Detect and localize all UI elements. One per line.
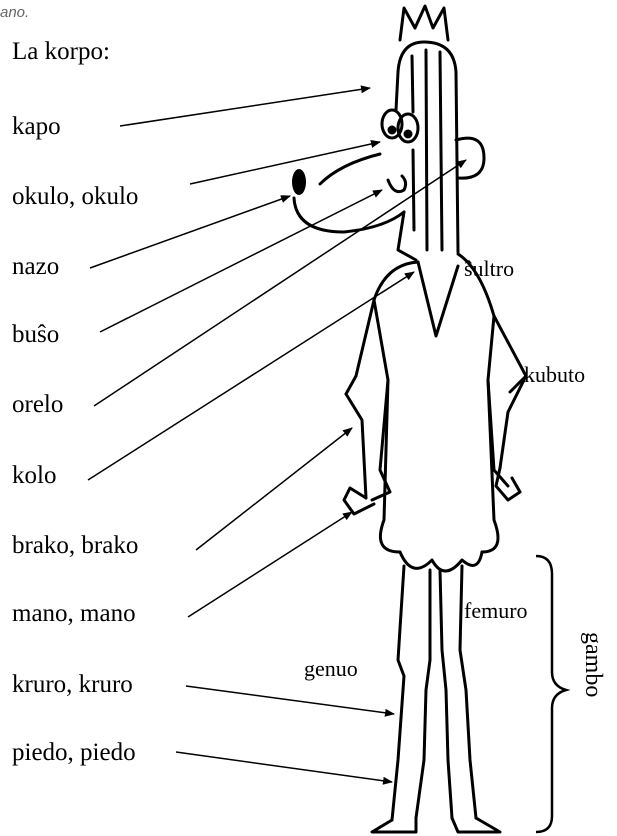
foot-right bbox=[452, 818, 500, 832]
nose bbox=[320, 154, 380, 184]
label-eyes: okulo, okulo bbox=[12, 184, 138, 209]
label-legs: kruro, kruro bbox=[12, 672, 133, 697]
label-mouth: buŝo bbox=[12, 322, 59, 347]
label-head: kapo bbox=[12, 114, 61, 139]
foot-left bbox=[372, 818, 416, 832]
dress-hem bbox=[400, 552, 482, 571]
leg-right bbox=[440, 570, 452, 818]
label-nose: nazo bbox=[12, 254, 59, 279]
ear bbox=[456, 138, 484, 178]
crown bbox=[400, 6, 448, 40]
label-arms: brako, brako bbox=[12, 533, 138, 558]
figure-drawing bbox=[292, 6, 526, 832]
v-neck bbox=[418, 262, 458, 336]
label-ear: orelo bbox=[12, 392, 63, 417]
label-feet: piedo, piedo bbox=[12, 740, 136, 765]
nose-tip bbox=[292, 169, 306, 195]
dress-right bbox=[482, 380, 498, 552]
leg-brace bbox=[536, 556, 566, 832]
label-shoulder: ŝultro bbox=[464, 258, 514, 280]
hand-left bbox=[344, 488, 374, 514]
mouth bbox=[388, 176, 406, 192]
label-knee: genuo bbox=[304, 658, 358, 680]
label-elbow: kubuto bbox=[524, 364, 585, 386]
arm-left-outer bbox=[346, 394, 366, 498]
torso-left bbox=[346, 262, 418, 394]
label-neck: kolo bbox=[12, 463, 56, 488]
dress-left bbox=[380, 380, 400, 552]
label-leg: gambo bbox=[579, 632, 606, 697]
leg-left-inner bbox=[416, 570, 430, 818]
leg-left bbox=[392, 566, 404, 820]
chin bbox=[294, 198, 404, 232]
label-arrows bbox=[88, 88, 466, 782]
label-thigh: femuro bbox=[464, 600, 528, 622]
label-hands: mano, mano bbox=[12, 601, 136, 626]
